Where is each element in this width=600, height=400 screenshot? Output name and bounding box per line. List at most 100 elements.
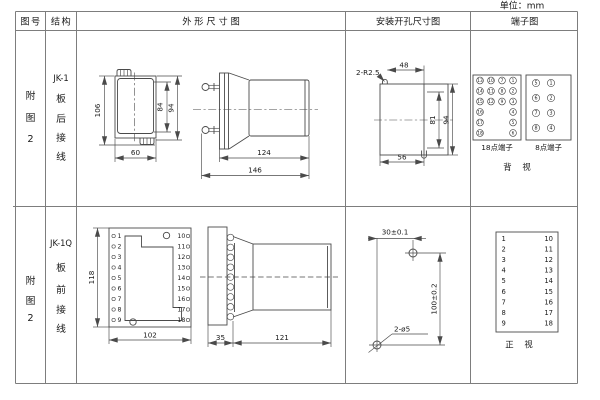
terminal-number: 7 [534, 111, 537, 117]
wiring-char: 线 [56, 322, 66, 335]
terminal-number: 8 [534, 126, 537, 132]
terminal-number: 12 [488, 99, 494, 105]
terminal-number: 7 [118, 296, 122, 303]
terminal-number: 8 [118, 307, 122, 314]
terminal-8pt-block: 5 6 7 8 1 2 3 4 8点端子 [525, 74, 572, 152]
dim-height-106: 106 [93, 103, 102, 117]
terminal-number: 13 [477, 78, 483, 84]
jk1q-install-holes-drawing: 30±0.1 100±0.2 2-ø5 [368, 228, 446, 353]
terminal-18pt-circles [476, 76, 517, 137]
front-view-label: 正 视 [505, 340, 536, 350]
model-name: JK-1Q [49, 238, 72, 248]
terminal-number: 1 [502, 235, 506, 243]
terminal-number: 3 [118, 254, 122, 261]
row1-figure-label: 附 图 2 [26, 89, 36, 145]
terminal-number: 5 [512, 120, 515, 126]
drill-hole-icon [372, 340, 382, 350]
terminal-number: 15 [544, 288, 553, 296]
terminal-number: 4 [512, 110, 515, 116]
dim-bottom-56: 56 [397, 153, 407, 162]
figure-char: 附 [26, 274, 36, 287]
terminal-number: 17 [177, 307, 185, 314]
wiring-char: 板 [56, 92, 66, 105]
jk1q-side-view-drawing: 35 121 [200, 226, 338, 347]
dim-holes-2xd5: 2-ø5 [394, 325, 410, 334]
terminal-number: 9 [118, 317, 122, 324]
terminal-number: 1 [512, 78, 515, 84]
terminal-number: 12 [177, 254, 185, 261]
wiring-char: 后 [56, 113, 66, 125]
terminal-number: 7 [502, 298, 506, 306]
terminal-number: 10 [177, 233, 185, 240]
row1-structure-label: JK-1 板 后 接 线 [52, 73, 68, 163]
terminal-number: 3 [512, 99, 515, 105]
dim-slots-2xR2.5: 2-R2.5 [356, 68, 380, 77]
figure-char: 图 [26, 295, 36, 307]
dim-top-48: 48 [399, 61, 409, 70]
terminal-number: 4 [118, 265, 122, 272]
header-install: 安装开孔尺寸图 [376, 16, 440, 28]
dim-height-118: 118 [87, 270, 96, 284]
back-view-label: 背 视 [503, 162, 534, 172]
dim-width-60: 60 [131, 148, 141, 157]
terminal-number: 18 [477, 131, 483, 137]
terminal-number: 4 [549, 126, 552, 132]
terminal-18pt-block: 13 10 7 1 14 11 8 2 15 12 9 3 16 17 18 4… [472, 74, 522, 152]
terminal-number: 3 [502, 256, 506, 264]
terminal-number: 6 [534, 96, 537, 102]
wiring-char: 接 [56, 131, 66, 144]
wiring-char: 接 [56, 303, 66, 316]
terminal-number: 2 [502, 245, 506, 253]
terminal-screw-icon [201, 83, 220, 91]
terminal-number: 5 [118, 275, 122, 282]
row2-structure-label: JK-1Q 板 前 接 线 [49, 238, 72, 335]
figure-char: 图 [26, 112, 36, 124]
wiring-char: 板 [56, 261, 66, 274]
dim-hole-spacing-30: 30±0.1 [382, 228, 409, 237]
terminal-8pt-label: 8点端子 [535, 143, 562, 152]
figure-char: 附 [26, 89, 36, 102]
terminal-number: 6 [512, 131, 515, 137]
terminal-number: 15 [477, 99, 483, 105]
terminal-number: 8 [502, 309, 506, 317]
terminal-number: 18 [544, 320, 553, 328]
terminal-number: 17 [544, 309, 553, 317]
terminal-number: 3 [549, 111, 552, 117]
table-grid [13, 11, 578, 384]
terminal-number: 8 [501, 89, 504, 95]
jk1-front-view-drawing: 106 84 94 60 [93, 69, 182, 162]
dim-right-94: 94 [167, 103, 176, 113]
mounting-hole-icon [129, 318, 137, 326]
terminal-number: 1 [549, 81, 552, 87]
terminal-number: 15 [177, 286, 185, 293]
terminal-number: 14 [177, 275, 185, 282]
terminal-number: 7 [501, 78, 504, 84]
terminal-8pt-circles [532, 79, 555, 132]
front-terminal-circles-left [111, 233, 116, 323]
terminal-number: 2 [549, 96, 552, 102]
header-structure: 结构 [51, 16, 72, 28]
jk1-install-cutout-drawing: 2-R2.5 48 81 94 56 [356, 61, 458, 166]
terminal-number: 10 [544, 235, 553, 243]
terminal-number: 11 [177, 244, 185, 251]
dim-depth-124: 124 [257, 148, 271, 157]
terminal-number: 10 [488, 78, 494, 84]
terminal-number: 9 [502, 320, 506, 328]
terminal-number: 1 [118, 233, 122, 240]
terminal-number: 2 [118, 244, 122, 251]
terminal-number: 18 [177, 317, 185, 324]
header-outline: 外 形 尺 寸 图 [182, 16, 240, 28]
terminal-number: 17 [477, 120, 483, 126]
dim-outer-94: 94 [442, 115, 451, 125]
dim-depth-146: 146 [248, 166, 262, 175]
terminal-number: 11 [488, 89, 494, 95]
terminal-frontview-block: 1 2 3 4 5 6 7 8 9 10 11 12 13 14 15 16 1… [495, 231, 559, 350]
dim-panel-35: 35 [216, 333, 225, 342]
header-figure: 图号 [20, 17, 41, 28]
terminal-number: 6 [502, 288, 506, 296]
front-terminal-circles-right [185, 233, 191, 323]
terminal-number: 16 [544, 298, 553, 306]
terminal-number: 9 [501, 99, 504, 105]
figure-char: 2 [27, 313, 33, 324]
model-name: JK-1 [52, 73, 68, 83]
